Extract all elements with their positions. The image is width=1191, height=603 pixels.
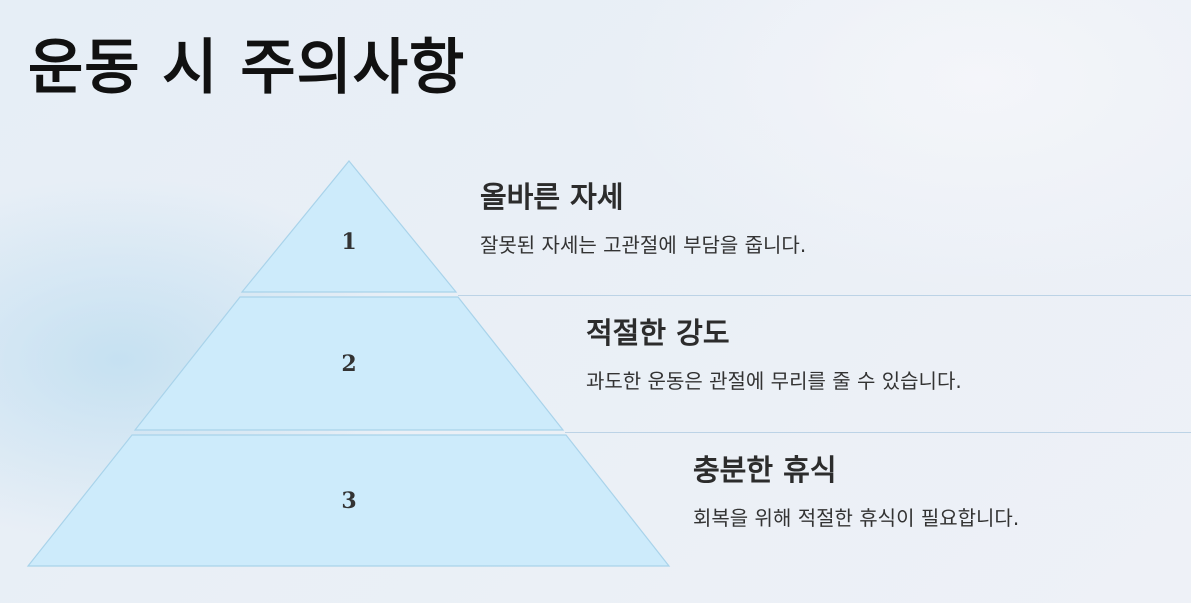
tier-divider-1 (458, 295, 1191, 296)
tier-divider-2 (565, 432, 1191, 433)
tier-item-1: 올바른 자세 잘못된 자세는 고관절에 부담을 줍니다. (480, 179, 806, 258)
tier-description-1: 잘못된 자세는 고관절에 부담을 줍니다. (480, 233, 807, 258)
pyramid-tier-1 (240, 160, 458, 293)
tier-heading-2: 적절한 강도 (586, 316, 730, 350)
tier-description-2: 과도한 운동은 관절에 무리를 줄 수 있습니다. (586, 369, 962, 394)
tier-number-1: 1 (341, 229, 356, 255)
page-title: 운동 시 주의사항 (28, 33, 466, 103)
pyramid-tier-3 (26, 434, 671, 567)
tier-heading-1: 올바른 자세 (480, 180, 624, 214)
tier-description-3: 회복을 위해 적절한 휴식이 필요합니다. (693, 506, 1020, 531)
pyramid-diagram: 1 2 3 (26, 160, 671, 567)
tier-number-3: 3 (341, 488, 356, 514)
tier-item-2: 적절한 강도 과도한 운동은 관절에 무리를 줄 수 있습니다. (586, 315, 962, 394)
tier-item-3: 충분한 휴식 회복을 위해 적절한 휴식이 필요합니다. (693, 452, 1019, 531)
tier-number-2: 2 (341, 351, 356, 377)
tier-heading-3: 충분한 휴식 (693, 453, 837, 487)
pyramid-tier-2 (133, 296, 565, 431)
